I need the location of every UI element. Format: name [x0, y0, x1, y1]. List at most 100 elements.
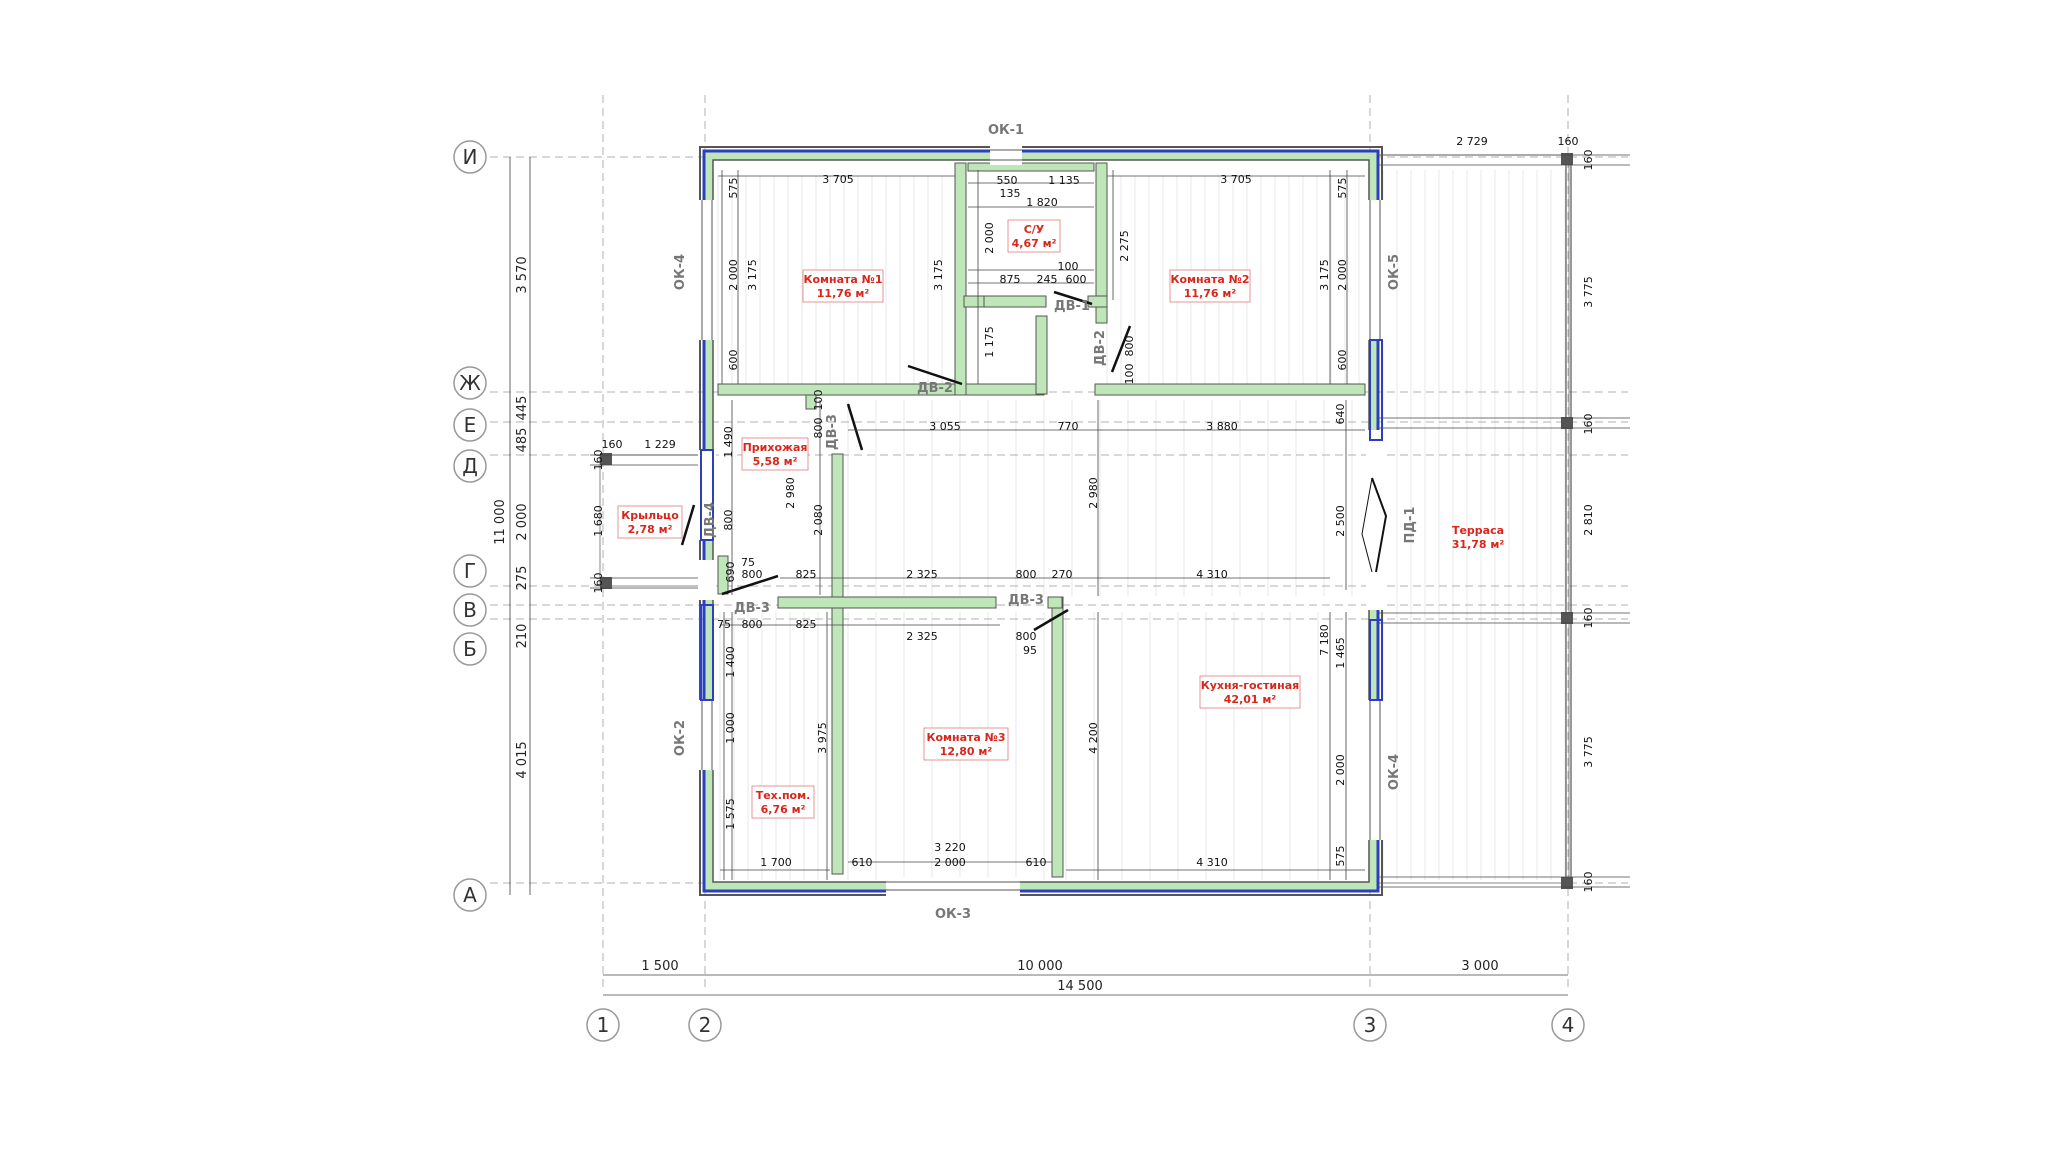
svg-text:75: 75	[741, 556, 755, 569]
porch-label: Крыльцо 2,78 м²	[617, 505, 683, 539]
svg-text:2 000: 2 000	[1336, 259, 1349, 291]
svg-text:160: 160	[592, 573, 605, 594]
svg-text:2 729: 2 729	[1456, 135, 1488, 148]
svg-text:И: И	[463, 145, 478, 169]
svg-text:800: 800	[722, 510, 735, 531]
tag-dv3-a: ДВ-3	[825, 414, 840, 450]
dimension-labels: 2 729 160 3 705 3 705 575 2 000 3 175 3 …	[592, 135, 1595, 893]
axis-row-a: А	[453, 878, 487, 912]
dim-left-2: 445	[515, 396, 530, 421]
hall-label: Прихожая 5,58 м²	[741, 437, 809, 471]
svg-text:160: 160	[1558, 135, 1579, 148]
svg-text:575: 575	[1334, 846, 1347, 867]
svg-text:160: 160	[592, 450, 605, 471]
svg-text:12,80 м²: 12,80 м²	[940, 745, 993, 758]
dim-bottom-3: 3 000	[1461, 959, 1498, 974]
svg-text:245: 245	[1037, 273, 1058, 286]
svg-text:575: 575	[727, 178, 740, 199]
svg-text:1 175: 1 175	[983, 326, 996, 358]
svg-text:95: 95	[1023, 644, 1037, 657]
svg-text:2 810: 2 810	[1582, 504, 1595, 536]
svg-text:2 325: 2 325	[906, 568, 938, 581]
svg-text:1 680: 1 680	[592, 505, 605, 537]
dim-left-4: 2 000	[515, 503, 530, 540]
svg-text:7 180: 7 180	[1318, 624, 1331, 656]
svg-text:4,67 м²: 4,67 м²	[1012, 237, 1057, 250]
dim-bottom-1: 1 500	[641, 959, 678, 974]
room-3-label: Комната №3 12,80 м²	[923, 727, 1009, 761]
dim-bottom-total: 14 500	[1057, 979, 1103, 994]
dim-left-1: 3 570	[515, 256, 530, 293]
svg-text:Кухня-гостиная: Кухня-гостиная	[1201, 679, 1299, 692]
svg-text:2,78 м²: 2,78 м²	[628, 523, 673, 536]
svg-text:1 135: 1 135	[1048, 174, 1080, 187]
svg-text:1 820: 1 820	[1026, 196, 1058, 209]
dim-left-7: 4 015	[515, 741, 530, 778]
tag-ok5: ОК-5	[1387, 254, 1402, 290]
svg-text:1 400: 1 400	[724, 646, 737, 678]
svg-text:825: 825	[796, 568, 817, 581]
tag-dv2-a: ДВ-2	[917, 381, 953, 396]
svg-text:1: 1	[597, 1013, 610, 1037]
svg-text:550: 550	[997, 174, 1018, 187]
svg-text:600: 600	[1336, 350, 1349, 371]
svg-text:Тех.пом.: Тех.пом.	[756, 789, 811, 802]
svg-text:3 220: 3 220	[934, 841, 966, 854]
svg-text:Крыльцо: Крыльцо	[621, 509, 679, 522]
svg-text:270: 270	[1052, 568, 1073, 581]
svg-text:800: 800	[742, 618, 763, 631]
svg-text:В: В	[463, 598, 477, 622]
walls	[698, 145, 1384, 897]
dim-left-6: 210	[515, 624, 530, 649]
svg-text:Комната №3: Комната №3	[926, 731, 1005, 744]
svg-text:3 880: 3 880	[1206, 420, 1238, 433]
svg-text:1 465: 1 465	[1334, 637, 1347, 669]
axis-row-g: Г	[453, 554, 487, 588]
svg-text:3 705: 3 705	[1220, 173, 1252, 186]
svg-text:575: 575	[1336, 178, 1349, 199]
svg-text:Прихожая: Прихожая	[743, 441, 808, 454]
tag-ok1: ОК-1	[988, 123, 1024, 138]
svg-text:610: 610	[1026, 856, 1047, 869]
tag-ok4-left: ОК-4	[673, 254, 688, 290]
dim-left-5: 275	[515, 566, 530, 591]
svg-text:3 975: 3 975	[816, 722, 829, 754]
kitchen-label: Кухня-гостиная 42,01 м²	[1199, 675, 1301, 709]
tech-label: Тех.пом. 6,76 м²	[751, 785, 815, 819]
tag-dv4: ДВ-4	[703, 502, 718, 538]
svg-text:160: 160	[1582, 872, 1595, 893]
svg-text:600: 600	[727, 350, 740, 371]
svg-text:2 000: 2 000	[1334, 754, 1347, 786]
svg-text:1 700: 1 700	[760, 856, 792, 869]
svg-text:3 775: 3 775	[1582, 736, 1595, 768]
svg-text:6,76 м²: 6,76 м²	[761, 803, 806, 816]
tag-dv3-c: ДВ-3	[1008, 593, 1044, 608]
svg-text:825: 825	[796, 618, 817, 631]
svg-text:770: 770	[1058, 420, 1079, 433]
room-labels: Комната №1 11,76 м² Комната №2 11,76 м² …	[617, 219, 1504, 819]
svg-text:2 000: 2 000	[727, 259, 740, 291]
svg-text:3 775: 3 775	[1582, 276, 1595, 308]
tag-dv3-b: ДВ-3	[734, 601, 770, 616]
bath-label: С/У 4,67 м²	[1007, 219, 1061, 253]
svg-text:11,76 м²: 11,76 м²	[1184, 287, 1237, 300]
svg-text:А: А	[463, 883, 477, 907]
svg-text:Б: Б	[463, 637, 477, 661]
svg-text:1 575: 1 575	[724, 798, 737, 830]
axis-column-1: 1	[586, 1008, 620, 1042]
tag-dv2-b: ДВ-2	[1093, 330, 1108, 366]
axis-column-3: 3	[1353, 1008, 1387, 1042]
svg-text:100: 100	[1123, 364, 1136, 385]
tag-dv1: ДВ-1	[1054, 299, 1090, 314]
dim-left-total: 11 000	[493, 499, 508, 545]
dim-bottom-2: 10 000	[1017, 959, 1063, 974]
svg-text:610: 610	[852, 856, 873, 869]
svg-text:2 500: 2 500	[1334, 505, 1347, 537]
svg-text:2 080: 2 080	[812, 504, 825, 536]
door-swings	[680, 290, 1388, 632]
svg-text:3 055: 3 055	[929, 420, 961, 433]
room-1-label: Комната №1 11,76 м²	[802, 269, 884, 303]
svg-text:1 229: 1 229	[644, 438, 676, 451]
dim-left-3: 485	[515, 428, 530, 453]
